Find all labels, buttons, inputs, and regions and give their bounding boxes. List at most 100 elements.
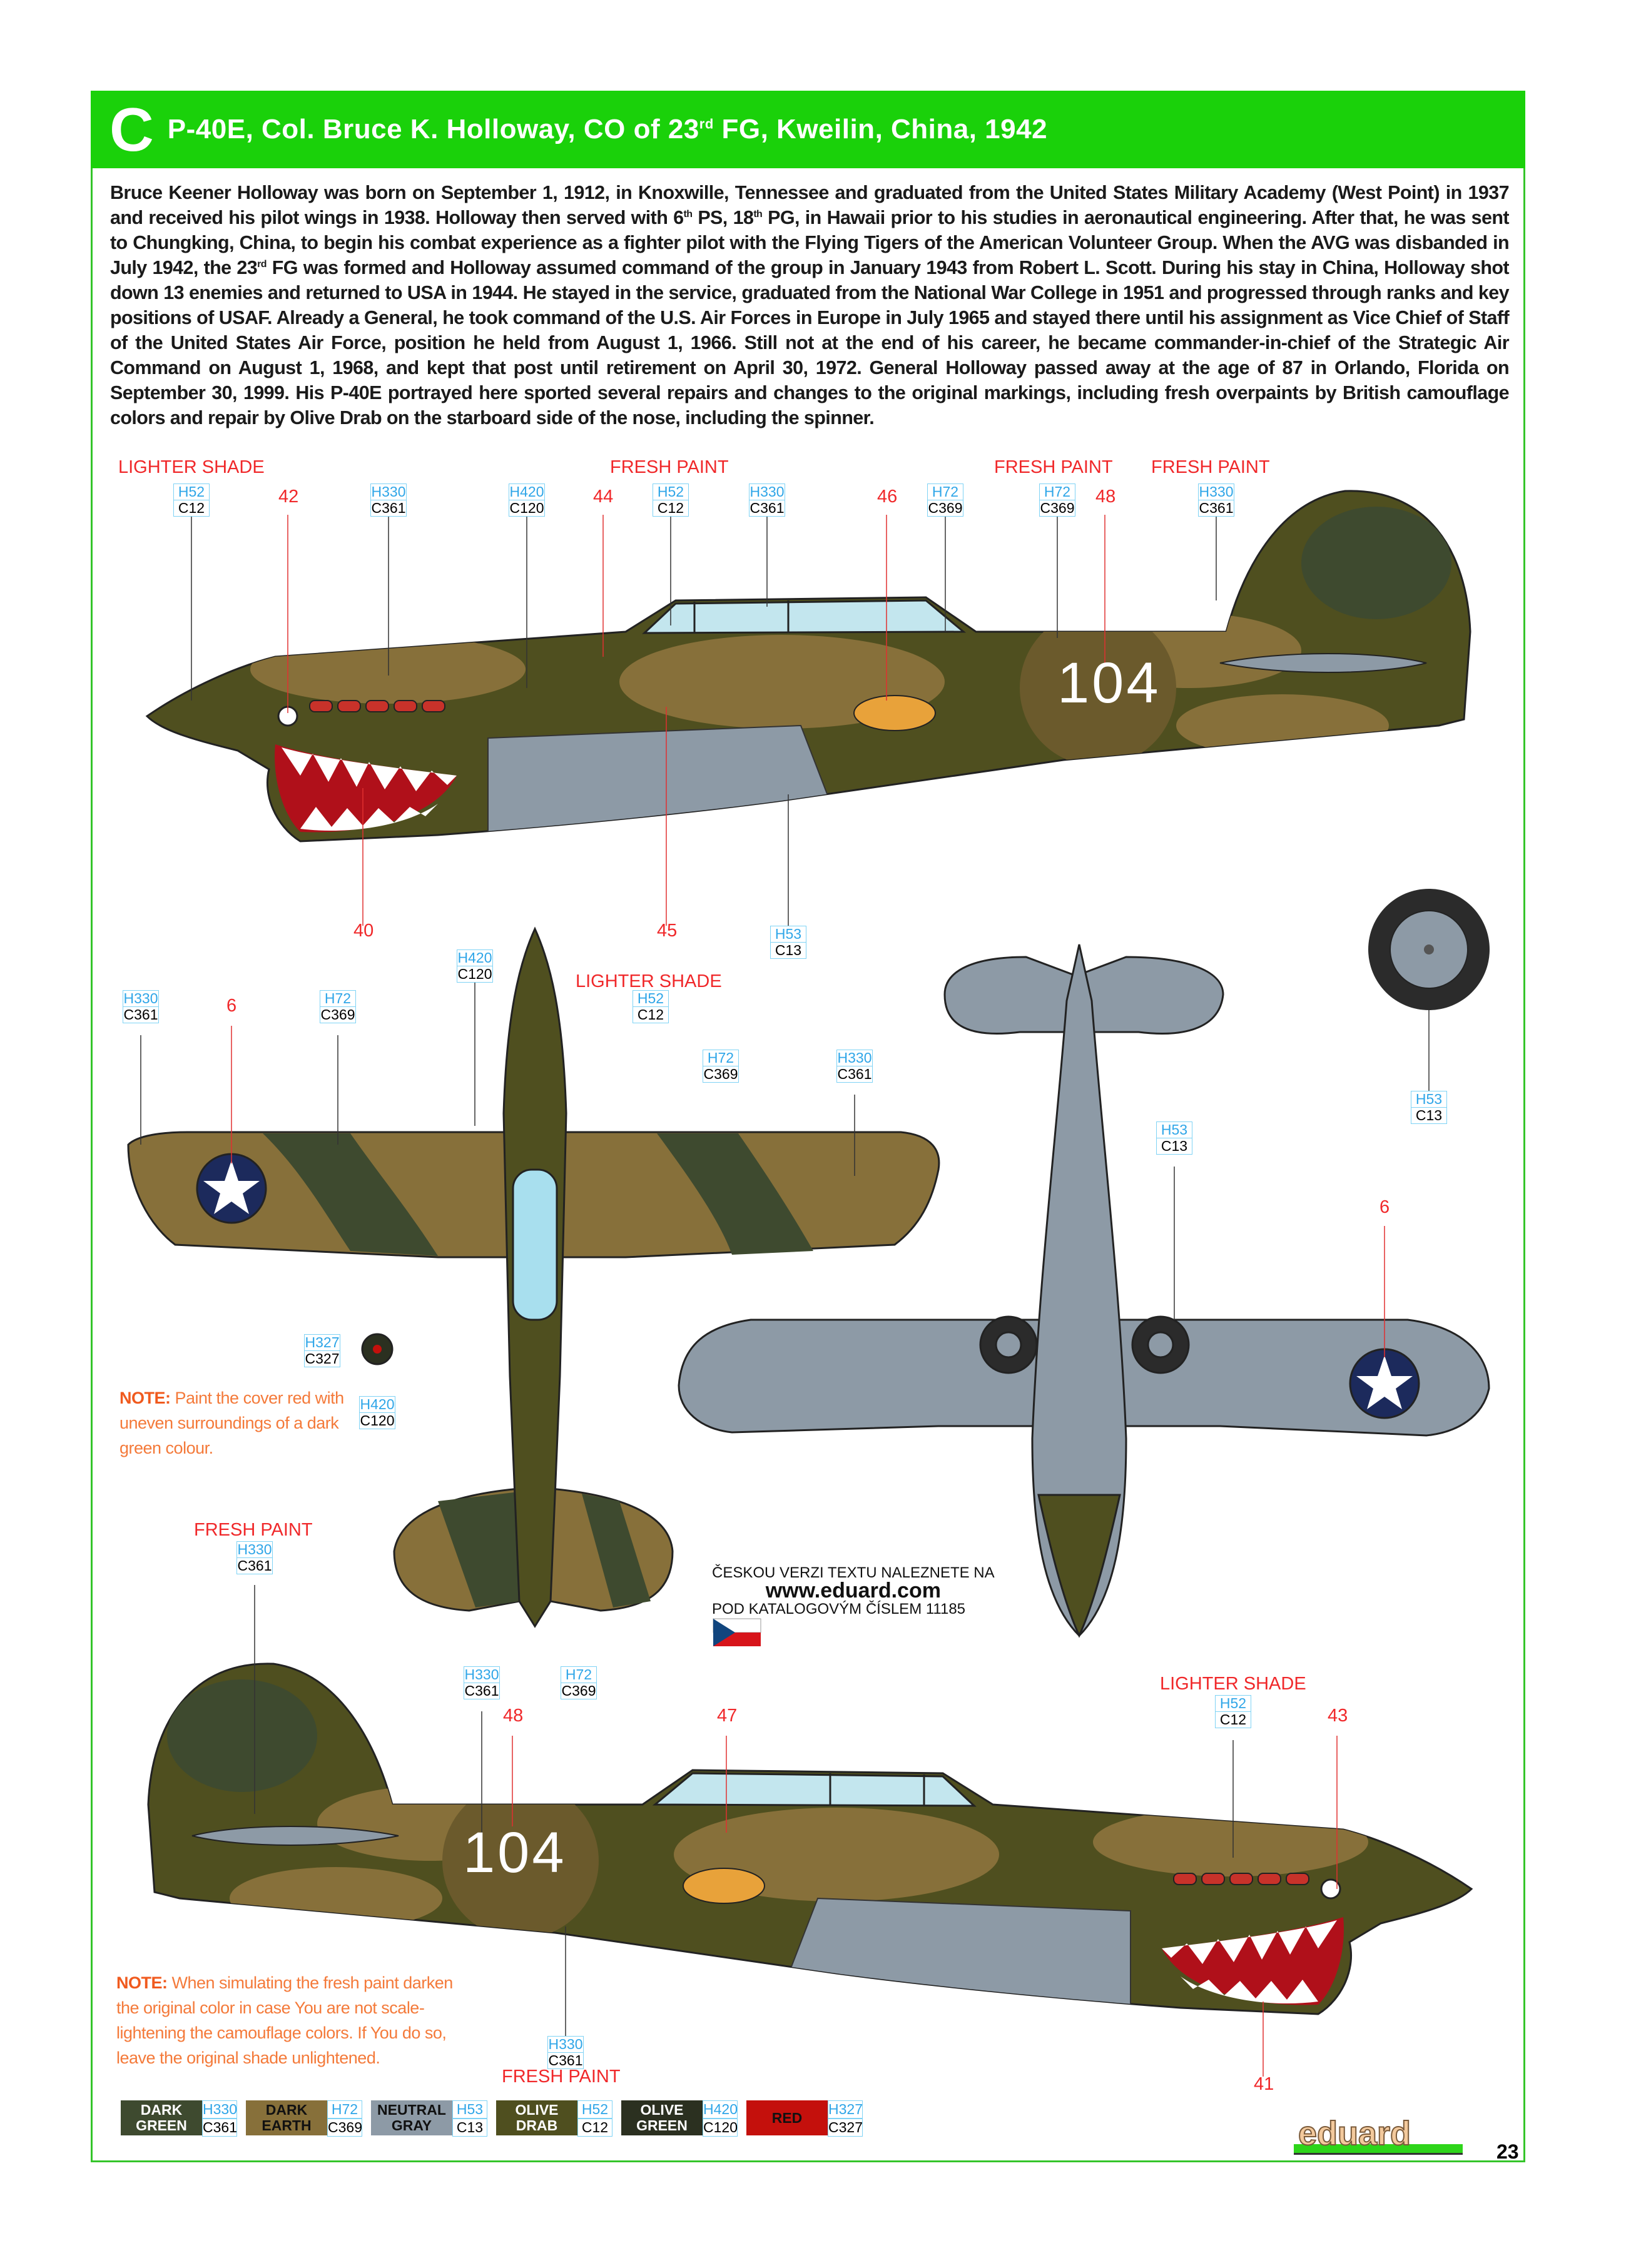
czech-line-2: POD KATALOGOVÝM ČÍSLEM 11185 [712,1601,966,1617]
desc-text: Bruce Keener Holloway was born on Septem… [110,182,1510,228]
c-code: C120 [703,2119,738,2137]
h-code: H330 [547,2036,584,2053]
fresh-paint-label: FRESH PAINT [610,457,729,477]
marker-48: 48 [1095,487,1116,507]
c-code: C12 [1215,1712,1251,1728]
title-text: P-40E, Col. Bruce K. Holloway, CO of 23 [167,114,699,144]
desc-text: PS, 18 [692,207,754,228]
c-code: C369 [327,2119,362,2137]
lighter-shade-label: LIGHTER SHADE [576,971,722,991]
c-code: C361 [547,2052,584,2069]
marker-lines [231,515,1385,2077]
h-code: H330 [202,2100,237,2119]
eduard-url-link[interactable]: www.eduard.com [765,1579,941,1602]
marker-44: 44 [593,487,614,507]
h-code: H330 [464,1666,500,1683]
top-plan-view [127,926,940,1628]
note-fresh-paint: NOTE: When simulating the fresh paint da… [116,1970,467,2070]
c-code: C361 [202,2119,237,2137]
swatch: OLIVE DRAB [496,2100,577,2135]
title-sup: rd [699,116,714,132]
note-label: NOTE: [116,1973,168,1992]
h-code: H52 [653,483,689,500]
profile-title: P-40E, Col. Bruce K. Holloway, CO of 23r… [168,114,1047,145]
h-code: H420 [509,483,545,500]
desc-sup: th [683,208,693,220]
marker-43: 43 [1328,1706,1348,1726]
c-code: C361 [836,1066,873,1083]
note-label: NOTE: [119,1389,171,1407]
port-side-view [147,491,1470,841]
swatch: DARK GREEN [121,2100,202,2135]
swatch: RED [746,2100,828,2135]
h-code: H330 [370,483,407,500]
h-code: H72 [1039,483,1075,500]
c-code: C327 [304,1350,340,1367]
c-code: C361 [749,500,785,517]
c-code: C361 [370,500,407,517]
fresh-paint-label: FRESH PAINT [194,1520,313,1540]
h-code: H330 [749,483,785,500]
c-code: C361 [1198,500,1234,517]
czech-flag-icon [713,1618,761,1646]
marker-46: 46 [877,487,898,507]
h-code: H330 [836,1050,873,1066]
aircraft-number-port: 104 [1057,651,1161,715]
c-code: C13 [1156,1138,1192,1155]
logo-bar [1294,2144,1463,2155]
c-code: C120 [457,966,493,983]
h-code: H53 [452,2100,487,2119]
c-code: C369 [927,500,963,517]
c-code: C361 [123,1006,159,1023]
h-code: H327 [828,2100,863,2119]
h-code: H52 [1215,1695,1251,1712]
c-code: C120 [509,500,545,517]
czech-version-notice: ČESKOU VERZI TEXTU NALEZNETE NA www.edua… [712,1564,995,1618]
swatch: DARK EARTH [246,2100,327,2135]
profile-header: C P-40E, Col. Bruce K. Holloway, CO of 2… [91,91,1525,168]
marker-6: 6 [1380,1197,1390,1217]
c-code: C327 [828,2119,863,2137]
note-text: Paint the cover red with uneven surround… [119,1389,344,1457]
title-text-end: FG, Kweilin, China, 1942 [713,114,1048,144]
c-code: C12 [173,500,210,517]
h-code: H52 [173,483,210,500]
h-code: H327 [304,1334,340,1351]
c-code: C369 [1039,500,1075,517]
h-code: H420 [703,2100,738,2119]
desc-sup: rd [257,258,267,270]
c-code: C369 [561,1683,597,1699]
c-code: C361 [464,1683,500,1699]
h-code: H72 [327,2100,362,2119]
swatch: OLIVE GREEN [621,2100,703,2135]
c-code: C12 [577,2119,612,2137]
marker-45: 45 [657,921,678,941]
h-code: H330 [1198,483,1234,500]
c-code: C13 [1411,1108,1447,1124]
underside-plan-view [678,944,1490,1638]
fresh-paint-label: FRESH PAINT [502,2067,621,2087]
h-code: H72 [703,1050,739,1066]
c-code: C12 [653,500,689,517]
profile-letter: C [109,95,154,164]
marker-48: 48 [503,1706,524,1726]
page-number: 23 [1496,2140,1519,2163]
